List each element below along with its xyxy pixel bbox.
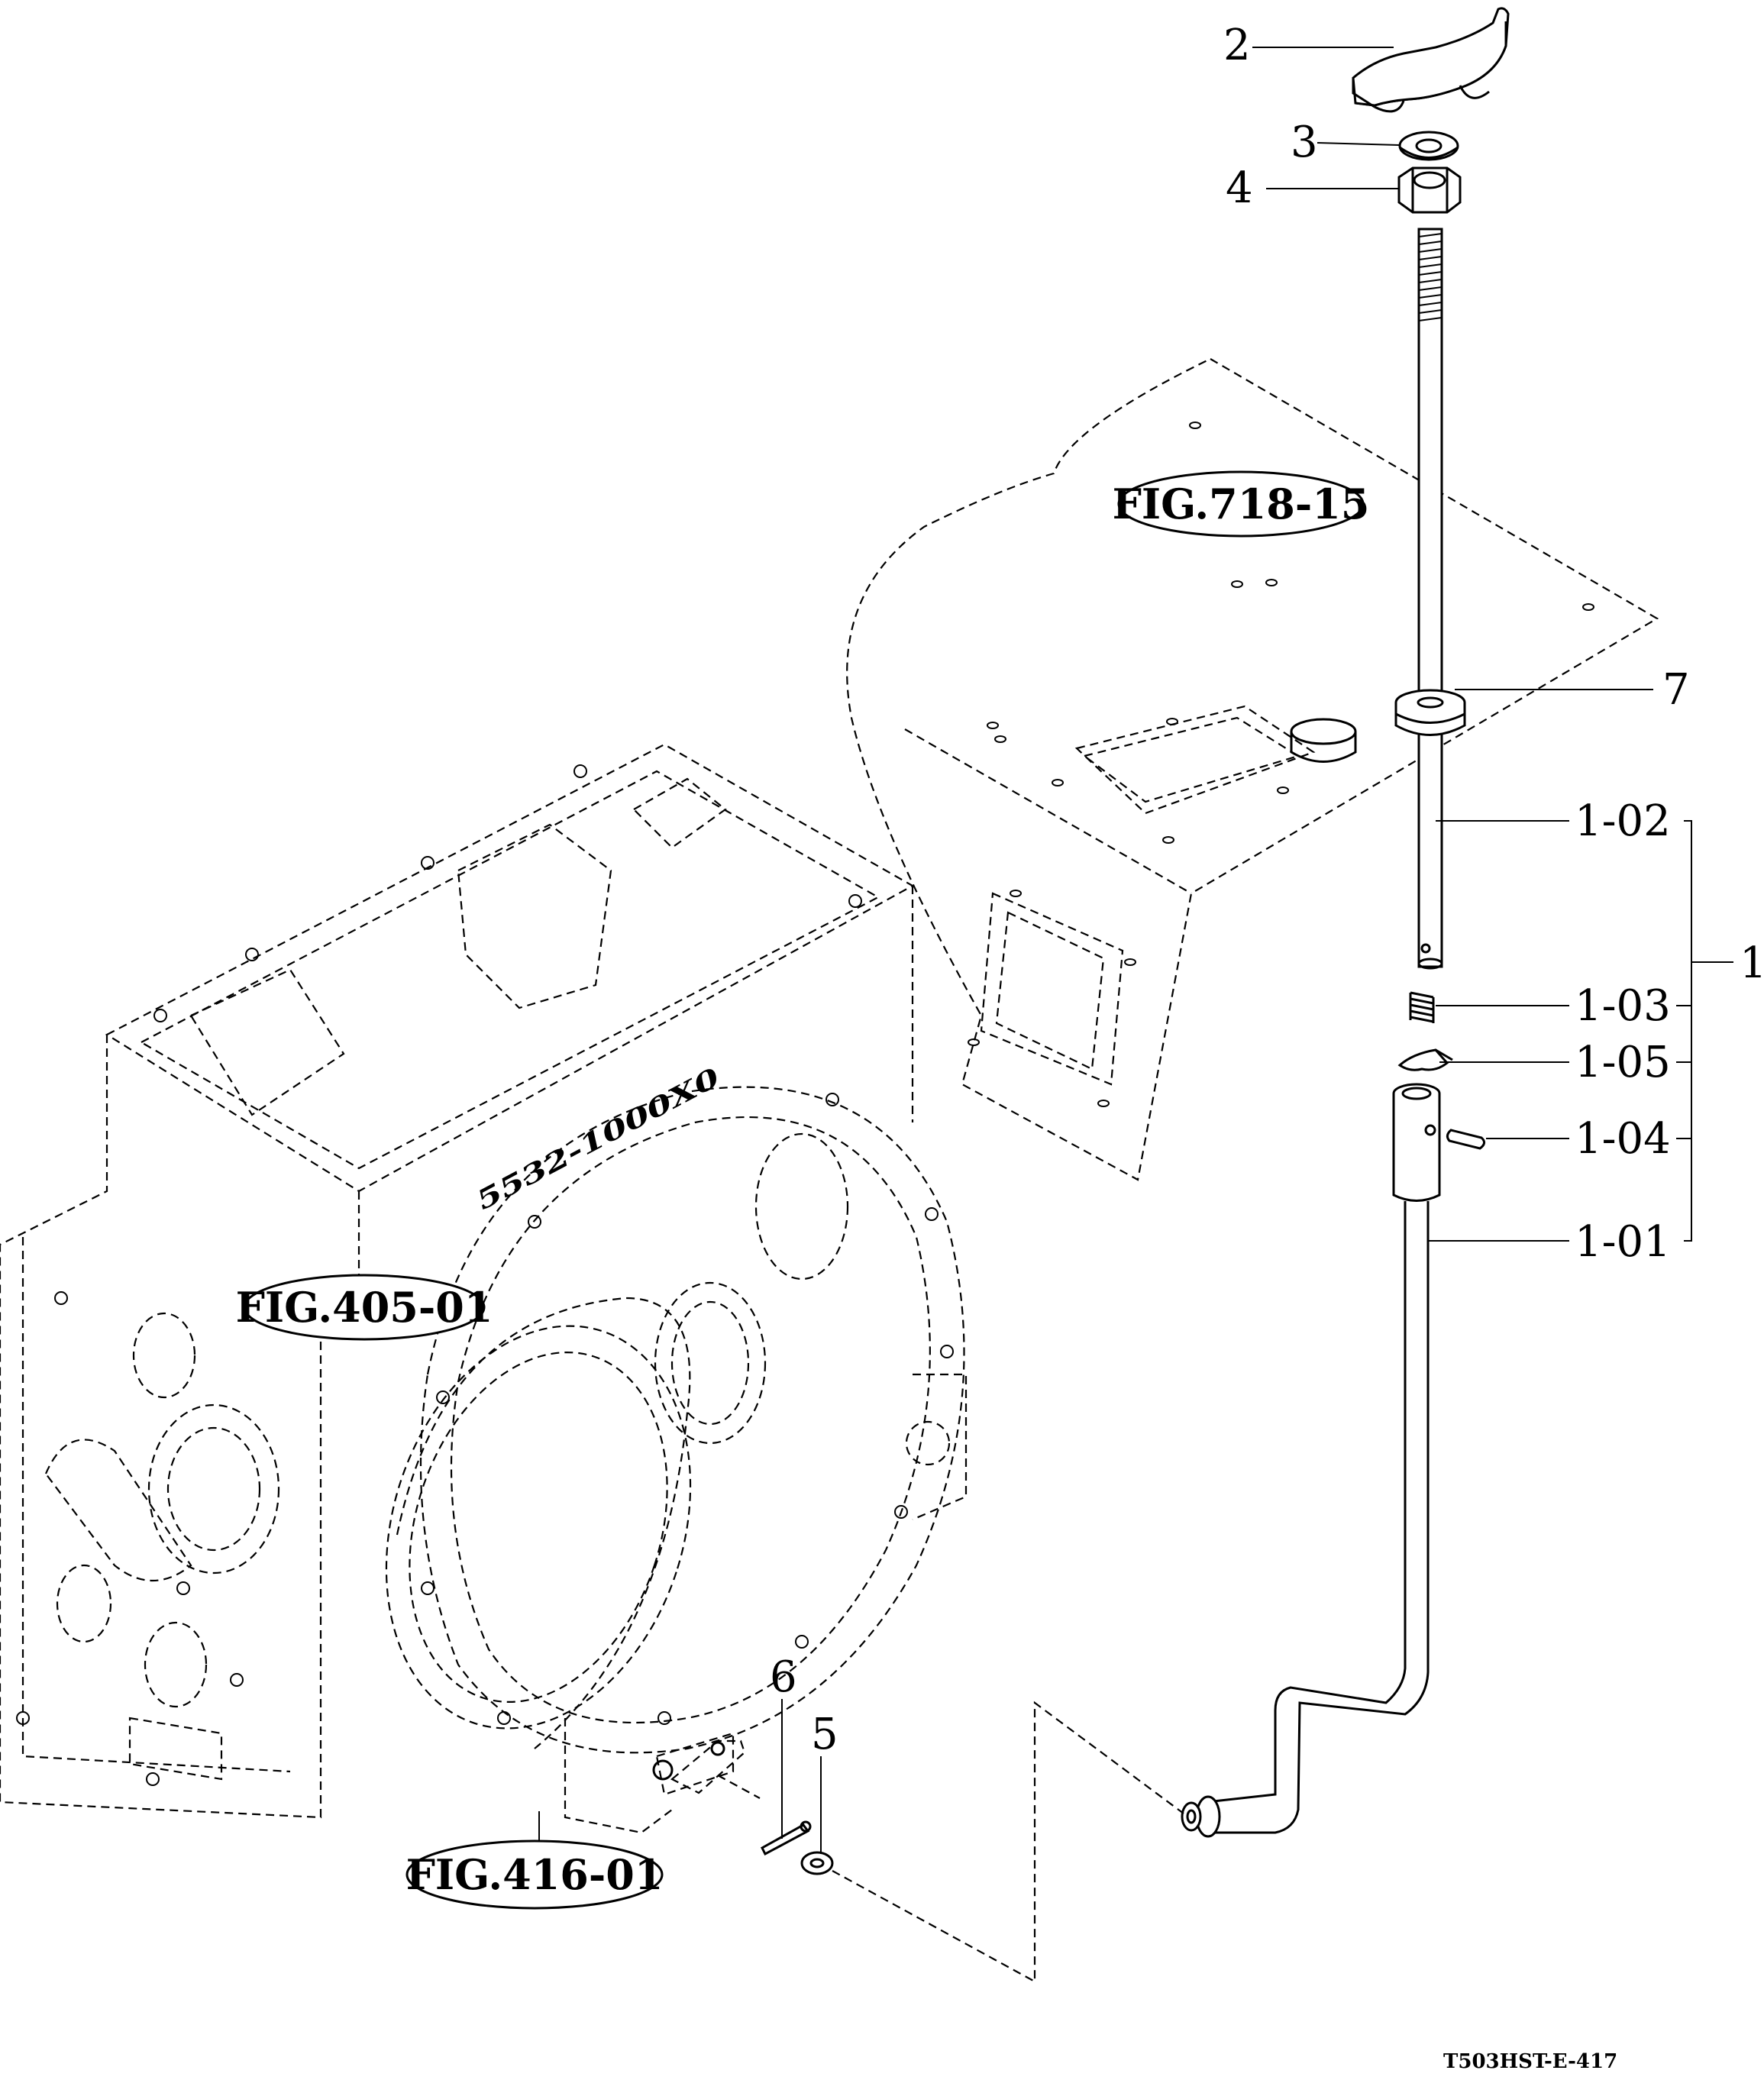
lever-part (1181, 1083, 1441, 1838)
clip-part (1397, 1048, 1453, 1071)
drawing-code: T503HST-E-417 (1443, 2050, 1617, 2073)
callout-1-01: 1-01 (1575, 1217, 1671, 1267)
fig-ref-405-01-label: FIG.405-01 (236, 1283, 493, 1332)
grommet-part (1394, 689, 1466, 736)
callout-1: 1 (1740, 938, 1764, 988)
callout-1-04: 1-04 (1575, 1114, 1671, 1164)
callout-7: 7 (1662, 665, 1690, 715)
fig-ref-416-01-label: FIG.416-01 (406, 1850, 664, 1899)
casting-mark: 5532-1000X0 (471, 1061, 725, 1216)
callout-5: 5 (811, 1710, 838, 1759)
callout-3: 3 (1291, 118, 1318, 167)
floor-plate-outline (846, 357, 1659, 1181)
assembly-lines (717, 1700, 1184, 1983)
spring-part (1409, 991, 1435, 1023)
link-arm-part (670, 1739, 746, 1794)
knob-part (1352, 7, 1510, 113)
callout-6: 6 (770, 1652, 797, 1702)
small-washer-part (800, 1851, 834, 1875)
fig-ref-718-15: FIG.718-15 (1113, 470, 1370, 538)
shift-rod-part (1417, 228, 1443, 970)
fig-ref-405-01: FIG.405-01 (236, 1274, 493, 1341)
fig-ref-416-01: FIG.416-01 (405, 1839, 664, 1910)
nut-part (1397, 166, 1462, 214)
leader-lines (538, 47, 1733, 1854)
split-pin-part (761, 1820, 812, 1856)
callout-1-03: 1-03 (1575, 981, 1671, 1031)
washer-part (1398, 131, 1459, 161)
pin-part (1446, 1129, 1485, 1150)
callout-1-05: 1-05 (1575, 1038, 1671, 1087)
fig-ref-718-15-label: FIG.718-15 (1113, 480, 1370, 528)
callout-1-02: 1-02 (1575, 796, 1671, 846)
callout-4: 4 (1226, 163, 1253, 213)
callout-2: 2 (1223, 21, 1251, 70)
